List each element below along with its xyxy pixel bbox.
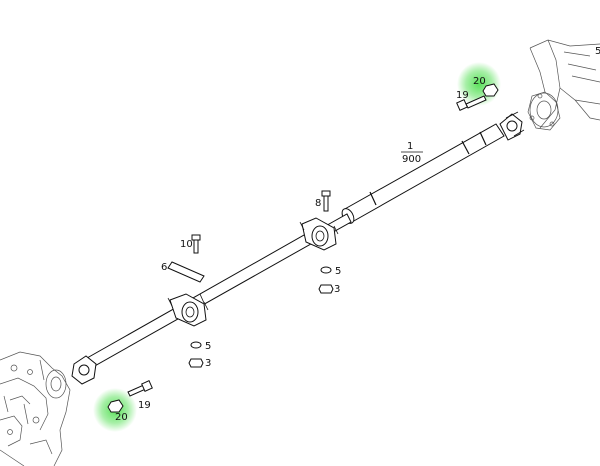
nut-20-front — [107, 399, 124, 413]
callout-19-rear: 19 — [456, 90, 469, 101]
bolt-10 — [191, 234, 201, 254]
centre-bearing-lower — [167, 293, 209, 327]
callout-6: 6 — [161, 262, 167, 273]
rear-differential — [527, 39, 600, 131]
front-flange-joint — [71, 355, 97, 385]
transmission-housing — [0, 351, 71, 466]
bolt-19-rear — [456, 95, 487, 111]
washer-5-lower — [190, 341, 202, 349]
callout-1: 1 — [407, 141, 413, 152]
bolt-19-front — [127, 380, 153, 397]
washer-5-upper — [320, 266, 332, 274]
nut-3-lower — [188, 358, 204, 368]
nut-3-upper — [318, 284, 334, 294]
callout-3-upper: 3 — [334, 284, 340, 295]
bolt-8 — [321, 190, 331, 212]
centre-bearing-upper — [299, 217, 339, 251]
rear-flange-joint — [499, 111, 525, 141]
nut-20-rear — [482, 83, 499, 97]
spacer-plate-6 — [167, 261, 205, 283]
callout-8: 8 — [315, 198, 321, 209]
callout-19-front: 19 — [138, 400, 151, 411]
callout-5-edge: 5 — [595, 46, 600, 57]
callout-20-front: 20 — [115, 412, 128, 423]
callout-10: 10 — [180, 239, 193, 250]
callout-3-lower: 3 — [205, 358, 211, 369]
callout-900: 900 — [402, 154, 421, 165]
propeller-shaft-rear-section — [341, 123, 505, 224]
callout-5-lower: 5 — [205, 341, 211, 352]
callout-5-upper: 5 — [335, 266, 341, 277]
callout-20-rear: 20 — [473, 76, 486, 87]
